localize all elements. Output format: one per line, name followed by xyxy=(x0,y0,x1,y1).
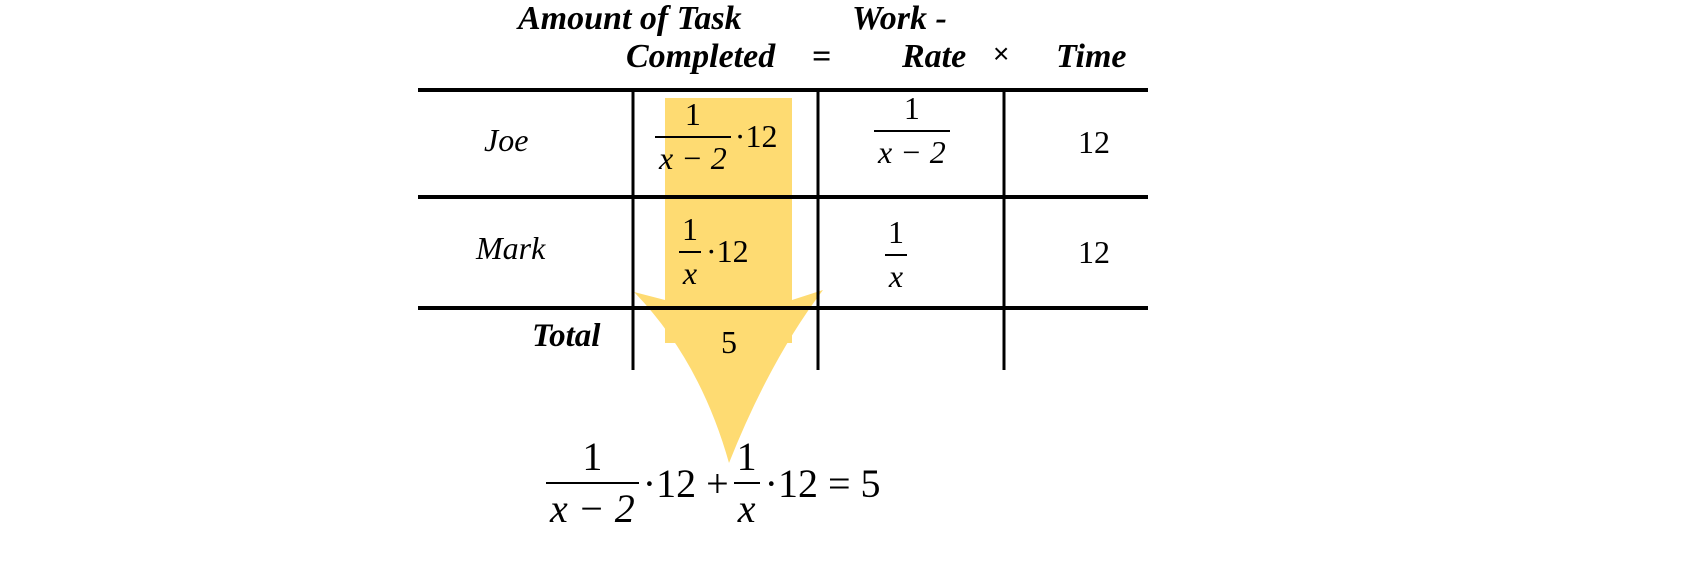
fraction-numerator: 1 xyxy=(736,434,757,479)
row-name-mark: Mark xyxy=(476,230,546,266)
header-equals: = xyxy=(812,38,832,75)
fraction-numerator: 1 xyxy=(682,211,698,247)
highlight-arrow xyxy=(634,98,823,463)
joe-time: 12 xyxy=(1078,124,1110,160)
arrow-head xyxy=(634,290,823,463)
fraction-numerator: 1 xyxy=(903,90,920,126)
mark-time: 12 xyxy=(1078,234,1110,270)
total-label: Total xyxy=(532,318,601,354)
header-work-line1: Work - xyxy=(852,0,947,37)
fraction-denominator: x − 2 xyxy=(655,135,731,176)
header-amount-line2: Completed xyxy=(626,38,776,75)
header-times: × xyxy=(993,38,1010,69)
fraction-denominator: x − 2 xyxy=(546,482,639,530)
fraction-numerator: 1 xyxy=(582,434,603,479)
total-amount: 5 xyxy=(721,324,737,360)
row-name-joe: Joe xyxy=(484,122,529,158)
equation-end: ·12 = 5 xyxy=(764,460,881,506)
fraction-denominator: x xyxy=(733,482,760,530)
equation-middle: ·12 + xyxy=(642,460,729,506)
factor: ·12 xyxy=(706,233,749,270)
header-amount-line1: Amount of Task xyxy=(518,0,742,37)
fraction-denominator: x xyxy=(884,253,908,294)
header-time: Time xyxy=(1056,38,1127,75)
factor: ·12 xyxy=(734,118,778,155)
fraction-numerator: 1 xyxy=(888,214,904,250)
fraction-denominator: x − 2 xyxy=(874,129,950,170)
fraction-numerator: 1 xyxy=(684,96,701,132)
header-work-line2: Rate xyxy=(902,38,967,75)
fraction-denominator: x xyxy=(678,250,702,291)
table-lines xyxy=(418,88,1148,370)
